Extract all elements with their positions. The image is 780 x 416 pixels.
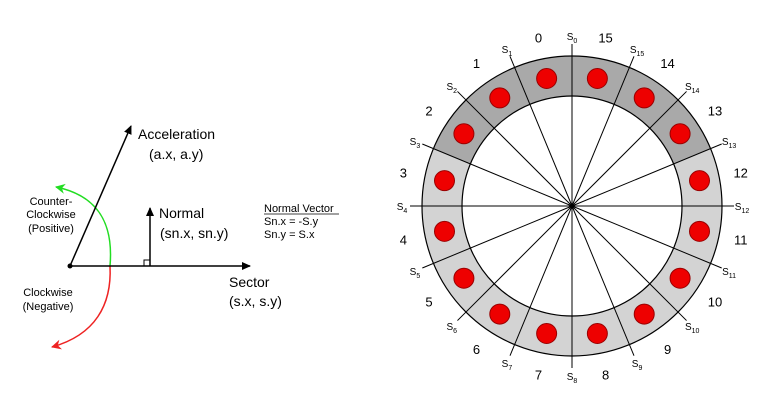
sector-number-9: 9 — [664, 342, 671, 357]
divider-label-s4: S4 — [397, 202, 408, 215]
right-angle-marker — [143, 259, 150, 266]
sector-label: Sector — [229, 274, 270, 290]
ccw-label-line3: (Positive) — [28, 223, 74, 235]
acceleration-value: (a.x, a.y) — [149, 146, 203, 162]
sensor-dot-14 — [633, 87, 655, 109]
sensor-dot-15 — [586, 67, 608, 89]
normal-vector-title: Normal Vector — [264, 203, 334, 215]
cw-label-line2: (Negative) — [23, 301, 74, 313]
divider-label-s5: S5 — [410, 267, 421, 280]
sector-number-11: 11 — [734, 233, 748, 248]
divider-line-9 — [571, 205, 635, 356]
sector-number-14: 14 — [660, 56, 674, 71]
cw-label-line1: Clockwise — [23, 287, 73, 299]
sector-number-2: 2 — [425, 103, 432, 118]
divider-line-14 — [571, 91, 687, 207]
divider-label-s1: S1 — [502, 45, 513, 58]
sensor-dot-7 — [536, 323, 558, 345]
sector-number-6: 6 — [473, 342, 480, 357]
divider-label-s7: S7 — [502, 359, 513, 372]
sensor-dot-9 — [633, 303, 655, 325]
normal-vector-eq1: Sn.x = -S.y — [264, 216, 319, 228]
sensor-dot-3 — [433, 170, 455, 192]
divider-label-s13: S13 — [722, 137, 737, 150]
divider-label-s9: S9 — [632, 359, 643, 372]
acceleration-vector-arrow — [69, 125, 132, 267]
origin-point — [67, 263, 73, 269]
sector-number-5: 5 — [425, 295, 432, 310]
sector-number-12: 12 — [733, 165, 747, 180]
normal-value: (sn.x, sn.y) — [160, 225, 228, 241]
divider-line-1 — [509, 56, 573, 207]
sector-number-13: 13 — [708, 103, 722, 118]
sensor-dot-2 — [453, 123, 475, 145]
ccw-label-line2: Clockwise — [26, 209, 76, 221]
sensor-dot-6 — [489, 303, 511, 325]
sensor-dot-5 — [453, 267, 475, 289]
counter-clockwise-arc — [55, 183, 112, 267]
divider-line-15 — [571, 56, 635, 207]
sensor-dot-0 — [536, 67, 558, 89]
sensor-dot-11 — [689, 220, 711, 242]
divider-line-6 — [457, 205, 573, 321]
divider-label-s12: S12 — [735, 202, 750, 215]
divider-line-3 — [422, 143, 573, 207]
acceleration-label: Acceleration — [138, 126, 215, 142]
sensor-dots — [433, 67, 711, 345]
sector-number-15: 15 — [598, 30, 612, 45]
sensor-dot-4 — [433, 220, 455, 242]
divider-line-7 — [509, 205, 573, 356]
divider-line-5 — [422, 205, 573, 269]
divider-line-10 — [571, 205, 687, 321]
sector-number-7: 7 — [535, 368, 542, 383]
divider-line-13 — [571, 143, 722, 207]
divider-label-s8: S8 — [567, 372, 578, 385]
sector-number-0: 0 — [535, 30, 542, 45]
sensor-dot-8 — [586, 323, 608, 345]
sector-number-3: 3 — [400, 165, 407, 180]
divider-label-s6: S6 — [447, 322, 458, 335]
sector-value: (s.x, s.y) — [229, 293, 282, 309]
sensor-dot-12 — [689, 170, 711, 192]
divider-label-s15: S15 — [630, 45, 645, 58]
divider-label-s0: S0 — [567, 32, 578, 45]
sector-dividers — [410, 44, 734, 368]
ccw-label-line1: Counter- — [30, 196, 73, 208]
divider-label-s2: S2 — [447, 82, 458, 95]
sector-number-4: 4 — [400, 233, 407, 248]
vector-diagram: Acceleration (a.x, a.y) Normal (sn.x, sn… — [23, 125, 339, 350]
clockwise-arc — [51, 265, 111, 350]
divider-line-2 — [457, 91, 573, 207]
sensor-dot-13 — [669, 123, 691, 145]
divider-label-s14: S14 — [685, 82, 700, 95]
sector-number-1: 1 — [473, 56, 480, 71]
divider-label-s3: S3 — [410, 137, 421, 150]
sensor-dot-1 — [489, 87, 511, 109]
sector-number-8: 8 — [602, 368, 609, 383]
sector-number-10: 10 — [708, 295, 722, 310]
normal-vector-eq2: Sn.y = S.x — [264, 229, 315, 241]
sensor-dot-10 — [669, 267, 691, 289]
divider-line-11 — [571, 205, 722, 269]
divider-label-s11: S11 — [722, 267, 736, 280]
normal-label: Normal — [159, 205, 204, 221]
divider-label-s10: S10 — [685, 322, 700, 335]
